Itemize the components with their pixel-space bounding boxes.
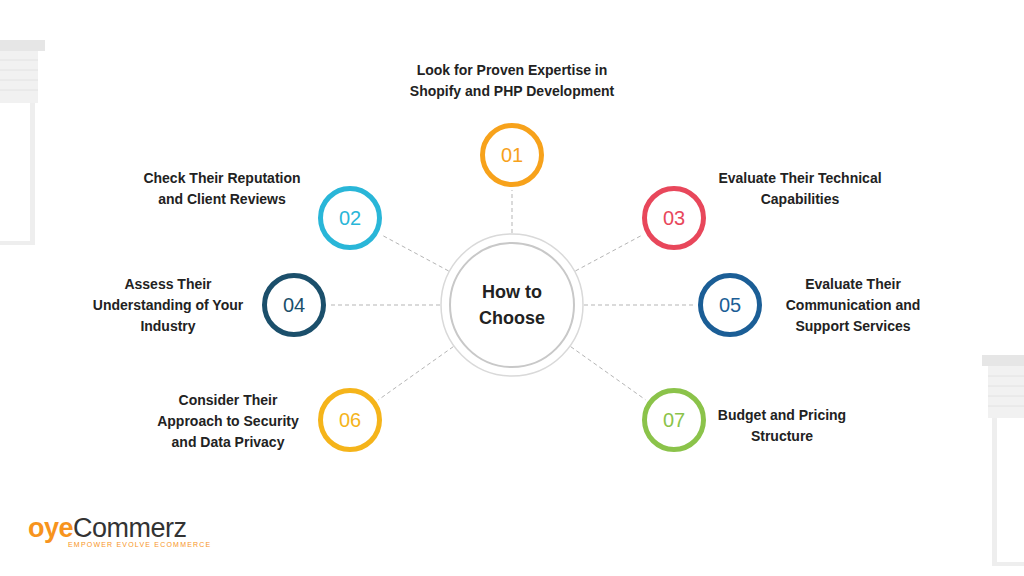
number-circle: 02Check Their Reputation and Client Revi… <box>318 186 382 250</box>
number-circle: 03Evaluate Their Technical Capabilities <box>642 186 706 250</box>
dashed-connector <box>571 347 646 400</box>
step-label: Assess Their Understanding of Your Indus… <box>82 274 254 337</box>
number-circle: 06Consider Their Approach to Security an… <box>318 388 382 452</box>
blind-slat <box>0 80 38 81</box>
blind-rail <box>982 355 1024 366</box>
step-label: Budget and Pricing Structure <box>712 405 852 447</box>
blind-slats <box>988 366 1024 418</box>
logo-part: Commerz <box>73 513 187 543</box>
window-sill <box>0 241 35 245</box>
blind-slat <box>0 90 38 91</box>
step-label: Consider Their Approach to Security and … <box>146 390 311 453</box>
blind-slat <box>0 60 38 61</box>
step-label: Look for Proven Expertise in Shopify and… <box>392 60 632 102</box>
blind-slat <box>988 376 1024 377</box>
blind-slat <box>988 386 1024 387</box>
blind-rail <box>0 40 45 51</box>
center-circle: How to Choose <box>449 242 575 368</box>
step-number: 01 <box>501 145 523 165</box>
number-circle: 07Budget and Pricing Structure <box>642 388 706 452</box>
logo-part: oye <box>28 513 73 543</box>
window-sill <box>992 562 1024 566</box>
number-circle: 04Assess Their Understanding of Your Ind… <box>262 273 326 337</box>
window-frame <box>30 103 35 245</box>
step-label: Evaluate Their Technical Capabilities <box>705 168 895 210</box>
dashed-connector <box>575 235 643 271</box>
outer-ring <box>441 234 583 376</box>
step-number: 02 <box>339 208 361 228</box>
step-label: Evaluate Their Communication and Support… <box>772 274 934 337</box>
blind-slats <box>0 51 38 103</box>
step-number: 03 <box>663 208 685 228</box>
step-label: Check Their Reputation and Client Review… <box>132 168 312 210</box>
blind-left <box>0 40 45 245</box>
dashed-connector <box>584 305 695 306</box>
step-number: 07 <box>663 410 685 430</box>
blind-right <box>982 355 1024 566</box>
step-number: 05 <box>719 295 741 315</box>
blind-slat <box>0 70 38 71</box>
blind-slat <box>988 396 1024 397</box>
brand-logo: oyeCommerz <box>28 513 187 544</box>
logo-tagline: EMPOWER EVOLVE ECOMMERCE <box>68 541 211 548</box>
dashed-connector <box>512 190 513 233</box>
center-title: How to Choose <box>467 279 557 331</box>
dashed-connector <box>381 235 449 271</box>
window-frame <box>992 418 997 566</box>
dashed-connector <box>329 305 440 306</box>
step-number: 06 <box>339 410 361 430</box>
dashed-connector <box>379 347 454 400</box>
number-circle: 01Look for Proven Expertise in Shopify a… <box>480 123 544 187</box>
number-circle: 05Evaluate Their Communication and Suppo… <box>698 273 762 337</box>
step-number: 04 <box>283 295 305 315</box>
blind-slat <box>988 406 1024 407</box>
